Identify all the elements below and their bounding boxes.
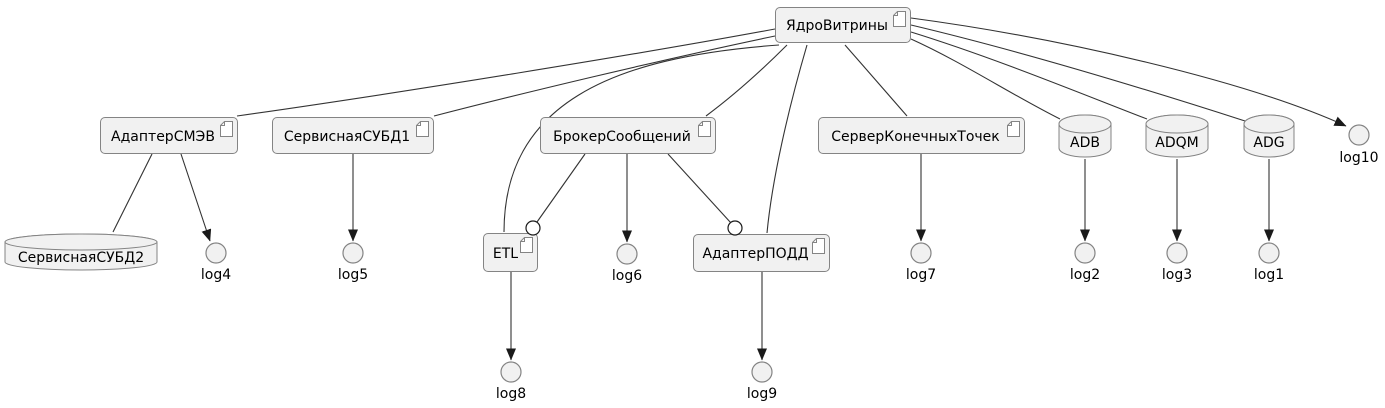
log5-circle [342,242,364,264]
artifact-icon [520,237,533,253]
node-label: БрокерСообщений [553,128,691,145]
node-label: СерверКонечныхТочек [831,128,1000,145]
log3-label: log3 [1161,267,1193,283]
log1-label: log1 [1253,267,1285,283]
edge-yadro-adb [910,38,1061,120]
cylinder-shape [1145,114,1209,158]
edge-yadro-adg [910,24,1246,122]
node-yadro-vitriny: ЯдроВитрины [775,7,911,43]
node-label: АдаптерПОДД [702,246,809,262]
cylinder-shape [4,233,158,271]
log4-circle [205,242,227,264]
edge-broker-etl [536,153,586,223]
node-adapter-smev: АдаптерСМЭВ [100,117,238,154]
edge-broker-podd [667,153,732,224]
node-etl: ETL [483,233,538,272]
database-label: ADB [1070,135,1100,151]
database-adg: ADG [1243,114,1295,158]
node-servisnaya-subd1: СервиснаяСУБД1 [272,117,434,154]
log5-label: log5 [337,267,369,283]
cylinder-shape [1243,114,1295,158]
edge-smev-log4 [180,153,212,242]
artifact-icon [893,11,906,27]
artifact-icon [220,121,233,137]
cylinder-shape [1058,114,1112,158]
log2-label: log2 [1069,267,1101,283]
database-adb: ADB [1058,114,1112,158]
database-label: СервиснаяСУБД2 [17,250,145,266]
node-label: СервиснаяСУБД1 [283,128,411,145]
edge-yadro-smev [236,28,776,117]
edge-yadro-podd [766,44,808,234]
node-label: АдаптерСМЭВ [111,128,215,145]
log1-circle [1258,242,1280,264]
node-adapter-podd: АдаптерПОДД [693,234,830,272]
log7-circle [910,242,932,264]
log3-circle [1166,242,1188,264]
artifact-icon [416,121,429,137]
edge-yadro-adqm [910,31,1148,120]
log2-circle [1074,242,1096,264]
log7-label: log7 [905,267,937,283]
edge-yadro-subd1 [433,35,776,117]
log10-circle [1348,124,1370,146]
database-label: ADQM [1155,135,1199,151]
log4-label: log4 [200,267,232,283]
log8-label: log8 [495,386,527,402]
log9-circle [751,361,773,383]
edge-yadro-log10 [910,17,1347,127]
edge-yadro-endpoints [844,44,908,117]
artifact-icon [1007,121,1020,137]
edge-yadro-broker [705,44,788,117]
log6-label: log6 [611,268,643,284]
node-broker-soobshcheniy: БрокерСообщений [540,117,716,154]
artifact-icon [698,121,711,137]
node-label: ETL [492,245,519,262]
edge-smev-subd2 [112,153,153,233]
log9-label: log9 [746,386,778,402]
log6-circle [616,243,638,265]
node-label: ЯдроВитрины [786,18,888,34]
edge-yadro-etl [503,44,780,233]
database-adqm: ADQM [1145,114,1209,158]
artifact-icon [812,238,825,254]
log8-circle [500,361,522,383]
node-server-konechnykh-tochek: СерверКонечныхТочек [818,117,1025,154]
database-label: ADG [1253,135,1285,151]
database-servisnaya-subd2: СервиснаяСУБД2 [4,233,158,271]
log10-label: log10 [1339,150,1379,166]
